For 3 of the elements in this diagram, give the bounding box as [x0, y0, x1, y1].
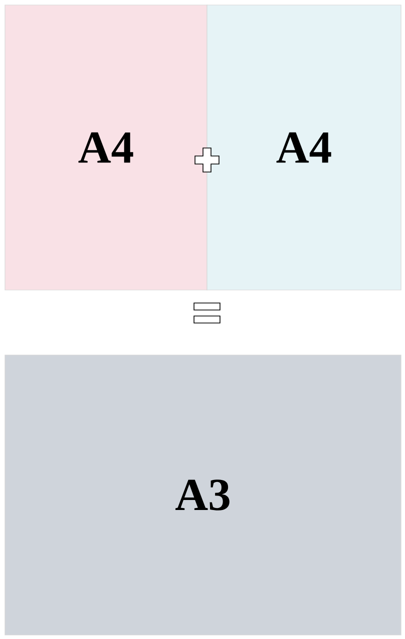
paper-sheet: A4 [4, 4, 208, 290]
paper-sheet: A4 [206, 4, 402, 290]
paper-sheet: A3 [4, 354, 402, 636]
